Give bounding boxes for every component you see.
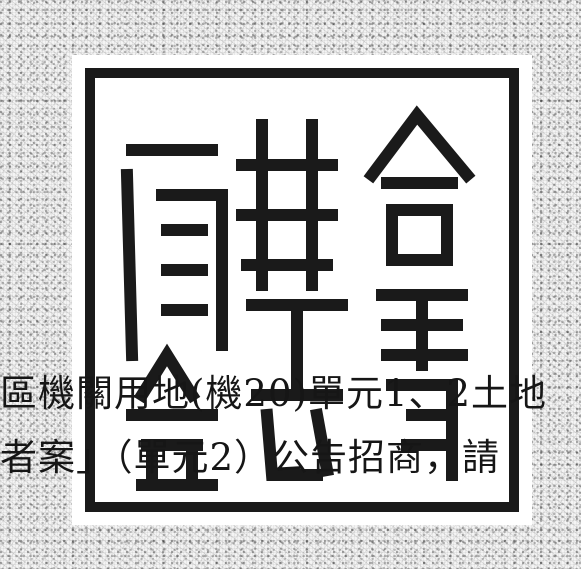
company-seal-stamp	[72, 55, 532, 525]
document-text-line-2: 者案」（單元2）公告招商，請	[0, 436, 501, 479]
document-text-line-1: 區機關用地(機20)單元1、2土地	[0, 372, 548, 415]
